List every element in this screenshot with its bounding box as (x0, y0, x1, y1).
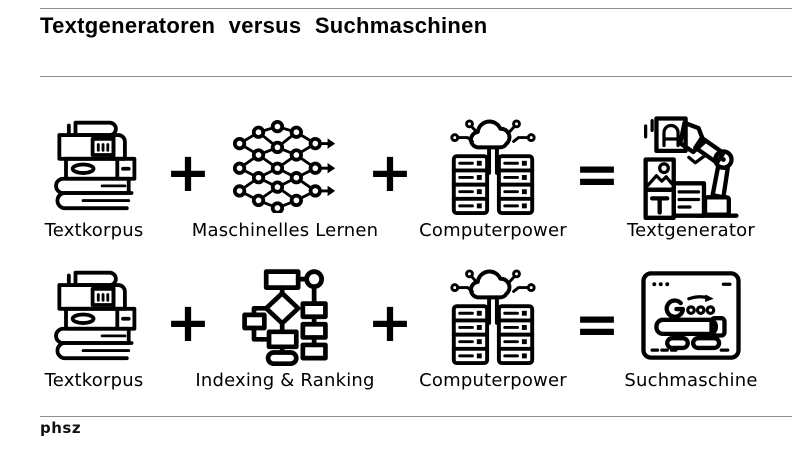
equals-operator: = (574, 293, 620, 356)
icon-label: Maschinelles Lernen (191, 220, 379, 241)
icon-label: Computerpower (419, 370, 567, 391)
neural-network-icon (232, 114, 338, 218)
indexing-ranking-cell: Indexing & Ranking (185, 264, 385, 391)
page-title: Textgeneratoren versus Suchmaschinen (40, 13, 488, 38)
top-rule (40, 8, 792, 9)
books-icon (47, 114, 142, 218)
icon-label: Textkorpus (44, 220, 144, 241)
computerpower-cell: Computerpower (413, 114, 573, 241)
footer-rule (40, 416, 792, 417)
footer-logo: phsz (40, 419, 82, 437)
textkorpus-cell: Textkorpus (24, 264, 164, 391)
icon-label: Indexing & Ranking (195, 370, 375, 391)
textkorpus-cell: Textkorpus (24, 114, 164, 241)
computerpower-cell: Computerpower (413, 264, 573, 391)
servers-cloud-icon (444, 114, 542, 218)
textgenerator-cell: Textgenerator (616, 114, 766, 241)
servers-cloud-icon (444, 264, 542, 368)
icon-label: Computerpower (419, 220, 567, 241)
icon-label: Textkorpus (44, 370, 144, 391)
plus-operator: + (367, 141, 413, 204)
flowchart-icon (238, 264, 332, 368)
icon-label: Suchmaschine (624, 370, 758, 391)
maschinelles-lernen-cell: Maschinelles Lernen (185, 114, 385, 241)
icon-label: Textgenerator (627, 220, 755, 241)
robot-arm-icon (637, 114, 745, 220)
header-rule (40, 76, 792, 77)
books-icon (47, 264, 142, 368)
plus-operator: + (165, 291, 211, 354)
suchmaschine-cell: Suchmaschine (616, 264, 766, 391)
equals-operator: = (574, 143, 620, 206)
plus-operator: + (165, 141, 211, 204)
plus-operator: + (367, 291, 413, 354)
browser-search-icon (637, 264, 745, 368)
